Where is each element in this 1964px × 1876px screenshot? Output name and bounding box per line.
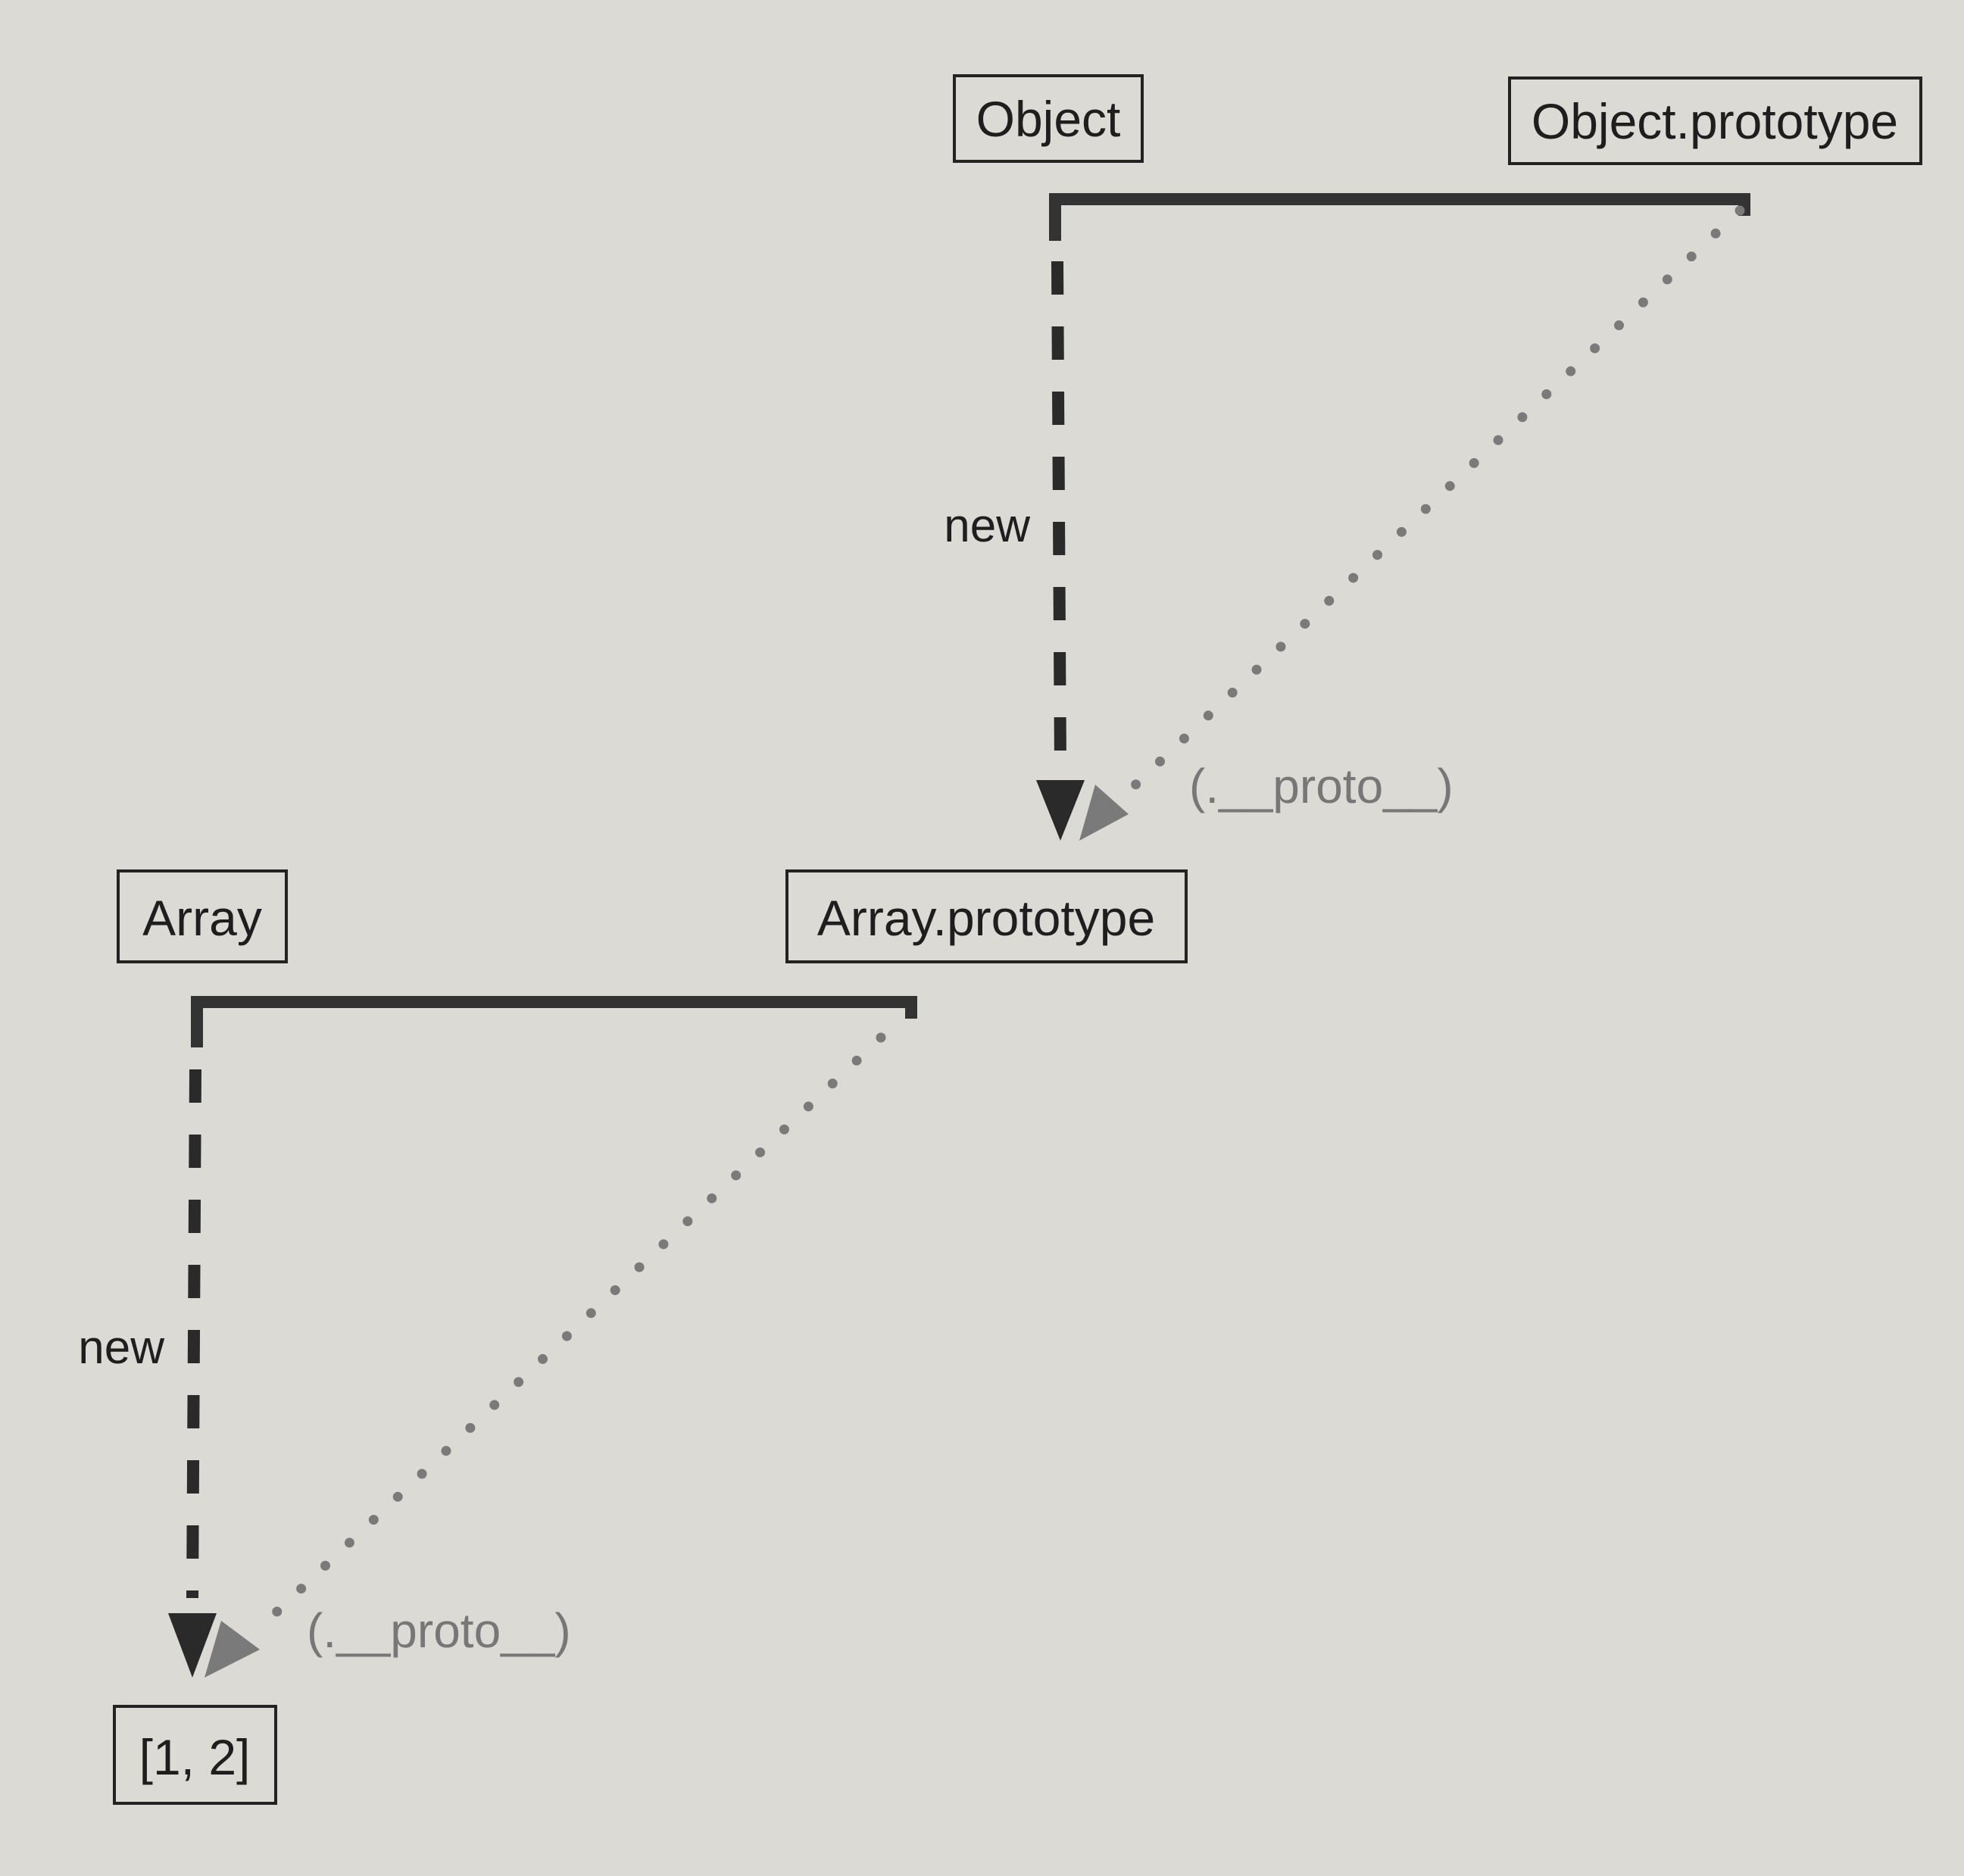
array-bracket xyxy=(191,996,917,1047)
object-new-label: new xyxy=(944,500,1030,552)
array-label: Array xyxy=(142,890,262,946)
array-instance-node: [1, 2] xyxy=(113,1705,277,1805)
array-new-arrow-line xyxy=(186,1069,201,1599)
object-new-arrow-line xyxy=(1051,261,1066,766)
array-prototype-node: Array.prototype xyxy=(785,869,1188,963)
object-proto-arrow-line xyxy=(1126,205,1745,794)
array-prototype-label: Array.prototype xyxy=(817,890,1155,946)
array-proto-label: (.__proto__) xyxy=(307,1603,571,1658)
object-bracket xyxy=(1049,193,1750,241)
object-proto-label: (.__proto__) xyxy=(1189,759,1453,813)
array-proto-arrow-line xyxy=(262,1032,886,1626)
array-proto-arrowhead xyxy=(205,1621,260,1678)
array-new-arrowhead xyxy=(168,1613,217,1678)
array-instance-label: [1, 2] xyxy=(139,1729,251,1785)
object-new-arrowhead xyxy=(1036,780,1085,841)
object-proto-arrowhead xyxy=(1079,785,1129,841)
object-prototype-label: Object.prototype xyxy=(1532,93,1898,149)
object-prototype-node: Object.prototype xyxy=(1508,76,1922,165)
array-new-label: new xyxy=(78,1322,164,1374)
array-node: Array xyxy=(117,869,288,963)
object-label: Object xyxy=(976,91,1121,147)
object-node: Object xyxy=(953,74,1144,163)
